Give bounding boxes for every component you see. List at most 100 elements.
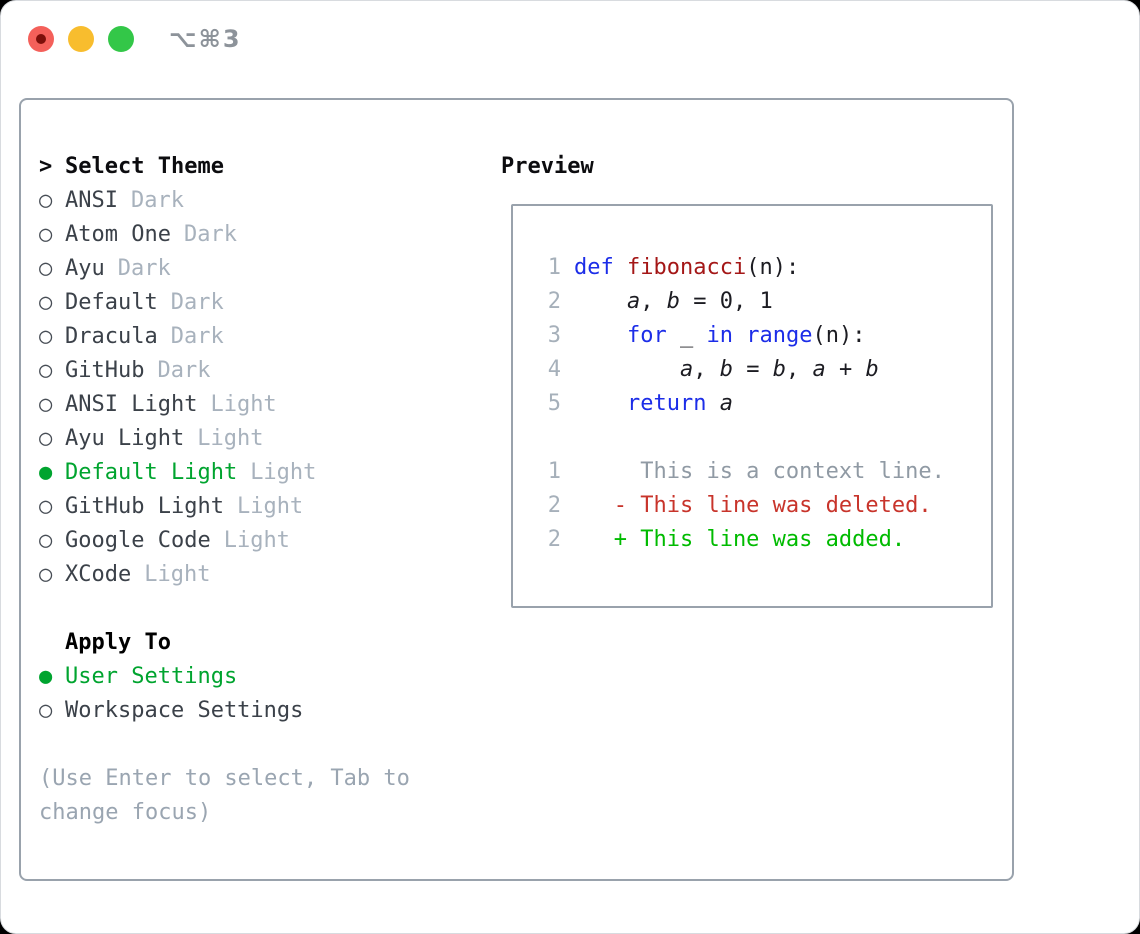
code-line: 2 a, b = 0, 1 <box>531 285 991 319</box>
code-token: + <box>825 357 866 382</box>
code-token: b <box>865 357 879 382</box>
radio-off-icon: ○ <box>39 528 53 553</box>
code-token <box>574 353 680 387</box>
apply-option-label: User Settings <box>65 664 238 689</box>
radio-off-icon: ○ <box>39 188 53 213</box>
code-token: , <box>640 289 667 314</box>
radio-off-icon: ○ <box>39 494 53 519</box>
radio-off-icon: ○ <box>39 392 53 417</box>
theme-name: Dracula <box>65 324 158 349</box>
theme-name: Ayu Light <box>65 426 185 451</box>
code-token: fibonacci <box>627 255 747 280</box>
code-token <box>574 387 627 421</box>
code-token <box>706 387 719 421</box>
diff-line-del: 2 - This line was deleted. <box>531 489 991 523</box>
radio-off-icon: ○ <box>39 358 53 383</box>
theme-name: XCode <box>65 562 132 587</box>
code-line: 3 for _ in range(n): <box>531 319 991 353</box>
diff-text: + This line was added. <box>574 527 906 552</box>
apply-option-workspace-settings[interactable]: ○Workspace Settings <box>39 694 479 728</box>
theme-variant: Dark <box>117 256 171 281</box>
line-number: 3 <box>547 323 561 348</box>
preview-header: Preview <box>501 154 594 179</box>
select-theme-label: Select Theme <box>65 154 224 179</box>
code-token: range <box>746 323 813 348</box>
traffic-lights <box>28 26 134 52</box>
code-token: def <box>574 255 614 280</box>
code-line: 5 return a <box>531 387 991 421</box>
apply-to-header: Apply To <box>65 630 171 655</box>
prompt-arrow-icon: > <box>39 154 53 179</box>
line-number: 2 <box>547 527 561 552</box>
diff-block: 1 This is a context line.2 - This line w… <box>531 455 991 557</box>
zoom-button[interactable] <box>108 26 134 52</box>
keyboard-hint: (Use Enter to select, Tab to change focu… <box>39 766 410 825</box>
code-token <box>733 319 746 353</box>
theme-option-ayu-light[interactable]: ○ Ayu Light Light <box>39 422 479 456</box>
line-number: 5 <box>547 391 561 416</box>
theme-variant: Light <box>197 426 264 451</box>
code-line: 4 a, b = b, a + b <box>531 353 991 387</box>
code-token <box>574 319 627 353</box>
blank-line <box>531 421 991 455</box>
code-token: = 0, 1 <box>679 289 773 314</box>
theme-variant: Light <box>236 494 304 519</box>
radio-off-icon: ○ <box>39 290 53 315</box>
apply-to-options: ●User Settings○Workspace Settings <box>39 660 479 728</box>
radio-off-icon: ○ <box>39 426 53 451</box>
line-number: 2 <box>547 493 561 518</box>
theme-option-ayu[interactable]: ○ Ayu Dark <box>39 252 479 286</box>
theme-name: ANSI Light <box>65 392 198 417</box>
apply-to-section: Apply To ●User Settings○Workspace Settin… <box>39 626 479 728</box>
minimize-button[interactable] <box>68 26 94 52</box>
code-token <box>614 251 627 285</box>
code-token: b <box>719 357 733 382</box>
code-token: , <box>693 357 720 382</box>
code-token: (n): <box>812 323 866 348</box>
theme-variant: Light <box>223 528 290 553</box>
theme-name: ANSI <box>65 188 118 213</box>
apply-option-user-settings[interactable]: ●User Settings <box>39 660 479 694</box>
radio-on-icon: ● <box>39 460 53 485</box>
code-token: , <box>785 357 813 382</box>
theme-variant: Light <box>250 460 317 485</box>
code-token: (n): <box>746 255 800 280</box>
radio-off-icon: ○ <box>39 222 53 247</box>
radio-off-icon: ○ <box>39 698 53 723</box>
radio-off-icon: ○ <box>39 324 53 349</box>
code-token <box>574 285 627 319</box>
code-token: _ <box>666 323 707 348</box>
radio-off-icon: ○ <box>39 562 53 587</box>
code-token: b <box>772 357 786 382</box>
window-title: ⌥⌘3 <box>169 25 242 53</box>
code-token: a <box>679 357 694 382</box>
select-theme-header: > Select Theme <box>39 150 479 184</box>
theme-name: GitHub <box>65 358 145 383</box>
code-token: = <box>732 357 773 382</box>
code-token: return <box>626 391 707 416</box>
code-token: a <box>812 357 826 382</box>
code-token: a <box>626 289 641 314</box>
code-token: for <box>626 323 667 348</box>
line-number: 4 <box>547 357 561 382</box>
radio-off-icon: ○ <box>39 256 53 281</box>
theme-name: Ayu <box>65 256 105 281</box>
diff-text: - This line was deleted. <box>574 493 932 518</box>
close-button[interactable] <box>28 26 54 52</box>
